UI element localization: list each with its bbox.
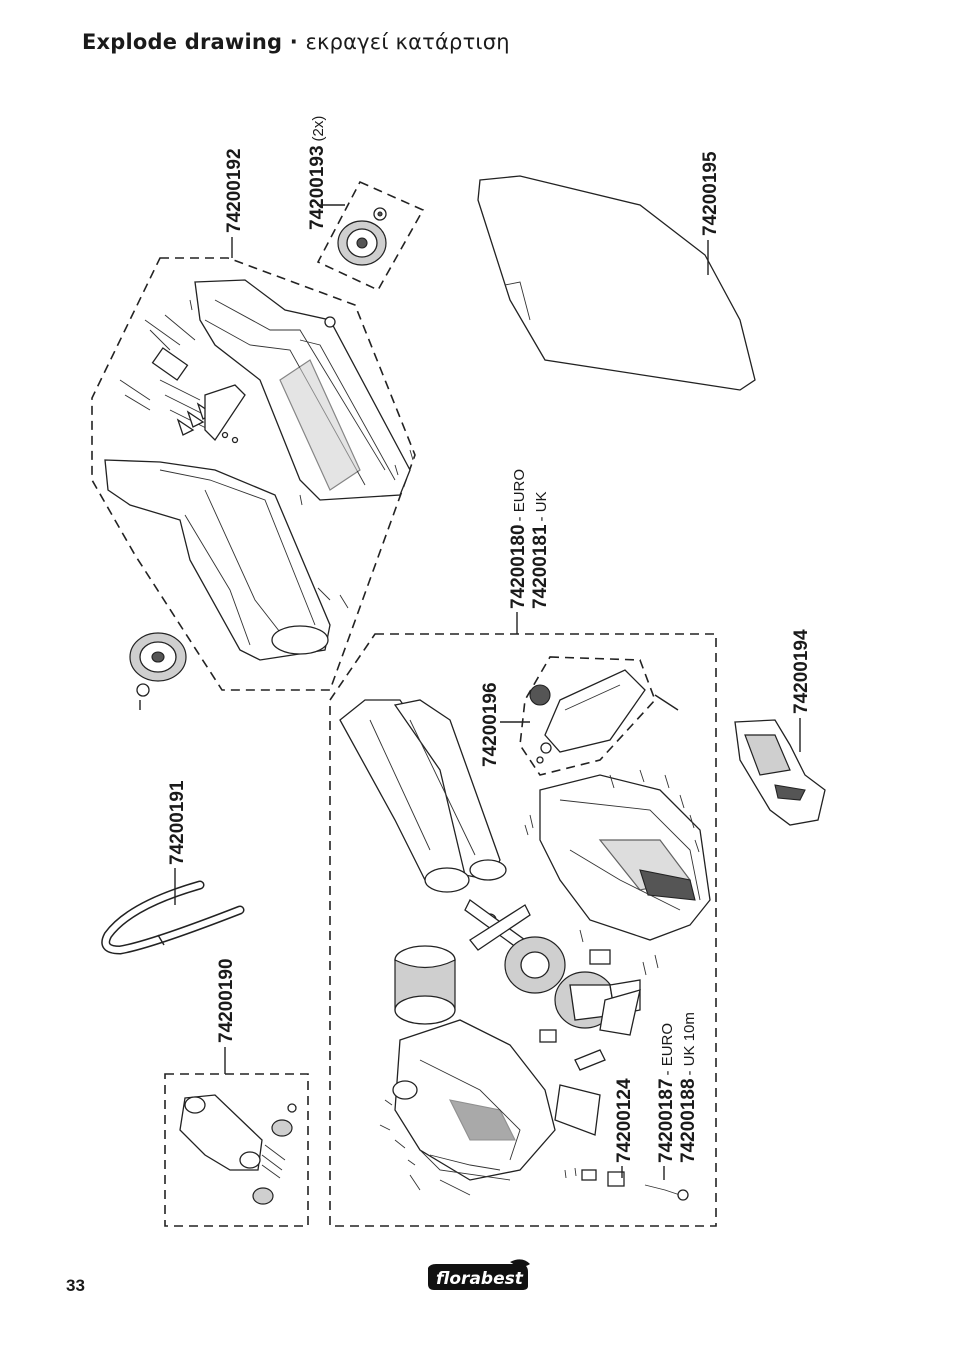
switch-group-outline bbox=[519, 656, 656, 776]
label-74200192: 74200192 bbox=[224, 148, 245, 233]
switch-cover-drawing bbox=[529, 669, 646, 764]
label-74200188-number: 74200188 bbox=[678, 1078, 699, 1163]
upper-housing-drawing bbox=[539, 774, 711, 941]
collection-bag-drawing bbox=[477, 175, 756, 391]
label-74200187-region: - EURO bbox=[659, 1023, 676, 1076]
label-74200181-region: - UK bbox=[533, 491, 550, 521]
label-74200180-number: 74200180 bbox=[508, 524, 529, 609]
housing-screws-drawing bbox=[524, 769, 700, 976]
trigger-assembly-drawing bbox=[179, 1094, 297, 1205]
wheel-left-drawing bbox=[129, 632, 187, 710]
label-74200180-region: - EURO bbox=[511, 469, 528, 522]
label-74200196: 74200196 bbox=[480, 682, 501, 767]
label-74200193: 74200193 (2x) bbox=[307, 116, 328, 230]
label-74200195: 74200195 bbox=[700, 151, 721, 236]
label-74200190: 74200190 bbox=[216, 958, 237, 1043]
title-english: Explode drawing bbox=[82, 30, 283, 54]
axle-pin-drawing bbox=[654, 694, 679, 711]
label-74200124: 74200124 bbox=[614, 1078, 635, 1163]
trigger-group-outline bbox=[164, 1073, 309, 1227]
motor-assembly-outline bbox=[329, 633, 717, 1227]
label-74200180: 74200180 - EURO bbox=[508, 469, 529, 609]
label-74200181: 74200181 - UK bbox=[530, 491, 551, 609]
lower-tube-drawing bbox=[104, 459, 331, 661]
label-74200193-qty: (2x) bbox=[310, 116, 327, 142]
suction-tube-drawing bbox=[339, 699, 507, 893]
label-74200191: 74200191 bbox=[167, 780, 188, 865]
small-parts-drawing bbox=[379, 949, 689, 1201]
drum-ring-drawing bbox=[394, 945, 456, 1025]
label-74200194: 74200194 bbox=[791, 629, 812, 714]
label-74200187-number: 74200187 bbox=[656, 1078, 677, 1163]
brand-wordmark: florabest bbox=[436, 1269, 524, 1289]
title-greek: εκραγεί κατάρτιση bbox=[305, 30, 510, 54]
upper-tube-drawing bbox=[194, 279, 411, 501]
wheel-group-outline bbox=[316, 180, 425, 292]
page-number: 33 bbox=[66, 1276, 85, 1295]
label-74200187: 74200187 - EURO bbox=[656, 1023, 677, 1163]
wheel-right-drawing bbox=[337, 207, 387, 266]
handle-drawing bbox=[734, 719, 826, 826]
label-74200188: 74200188 - UK 10m bbox=[678, 1012, 699, 1163]
tube-assembly-outline bbox=[91, 257, 416, 691]
lower-housing-drawing bbox=[392, 1019, 556, 1181]
label-74200193-number: 74200193 bbox=[307, 145, 328, 230]
florabest-logo: florabest bbox=[424, 1258, 532, 1294]
page-title: Explode drawing · εκραγεί κατάρτιση bbox=[82, 30, 510, 54]
label-74200181-number: 74200181 bbox=[530, 524, 551, 609]
label-74200188-region: - UK 10m bbox=[681, 1012, 698, 1075]
title-separator: · bbox=[282, 30, 306, 54]
impeller-drawing bbox=[464, 899, 566, 994]
screw-hardware-drawing bbox=[119, 299, 414, 609]
